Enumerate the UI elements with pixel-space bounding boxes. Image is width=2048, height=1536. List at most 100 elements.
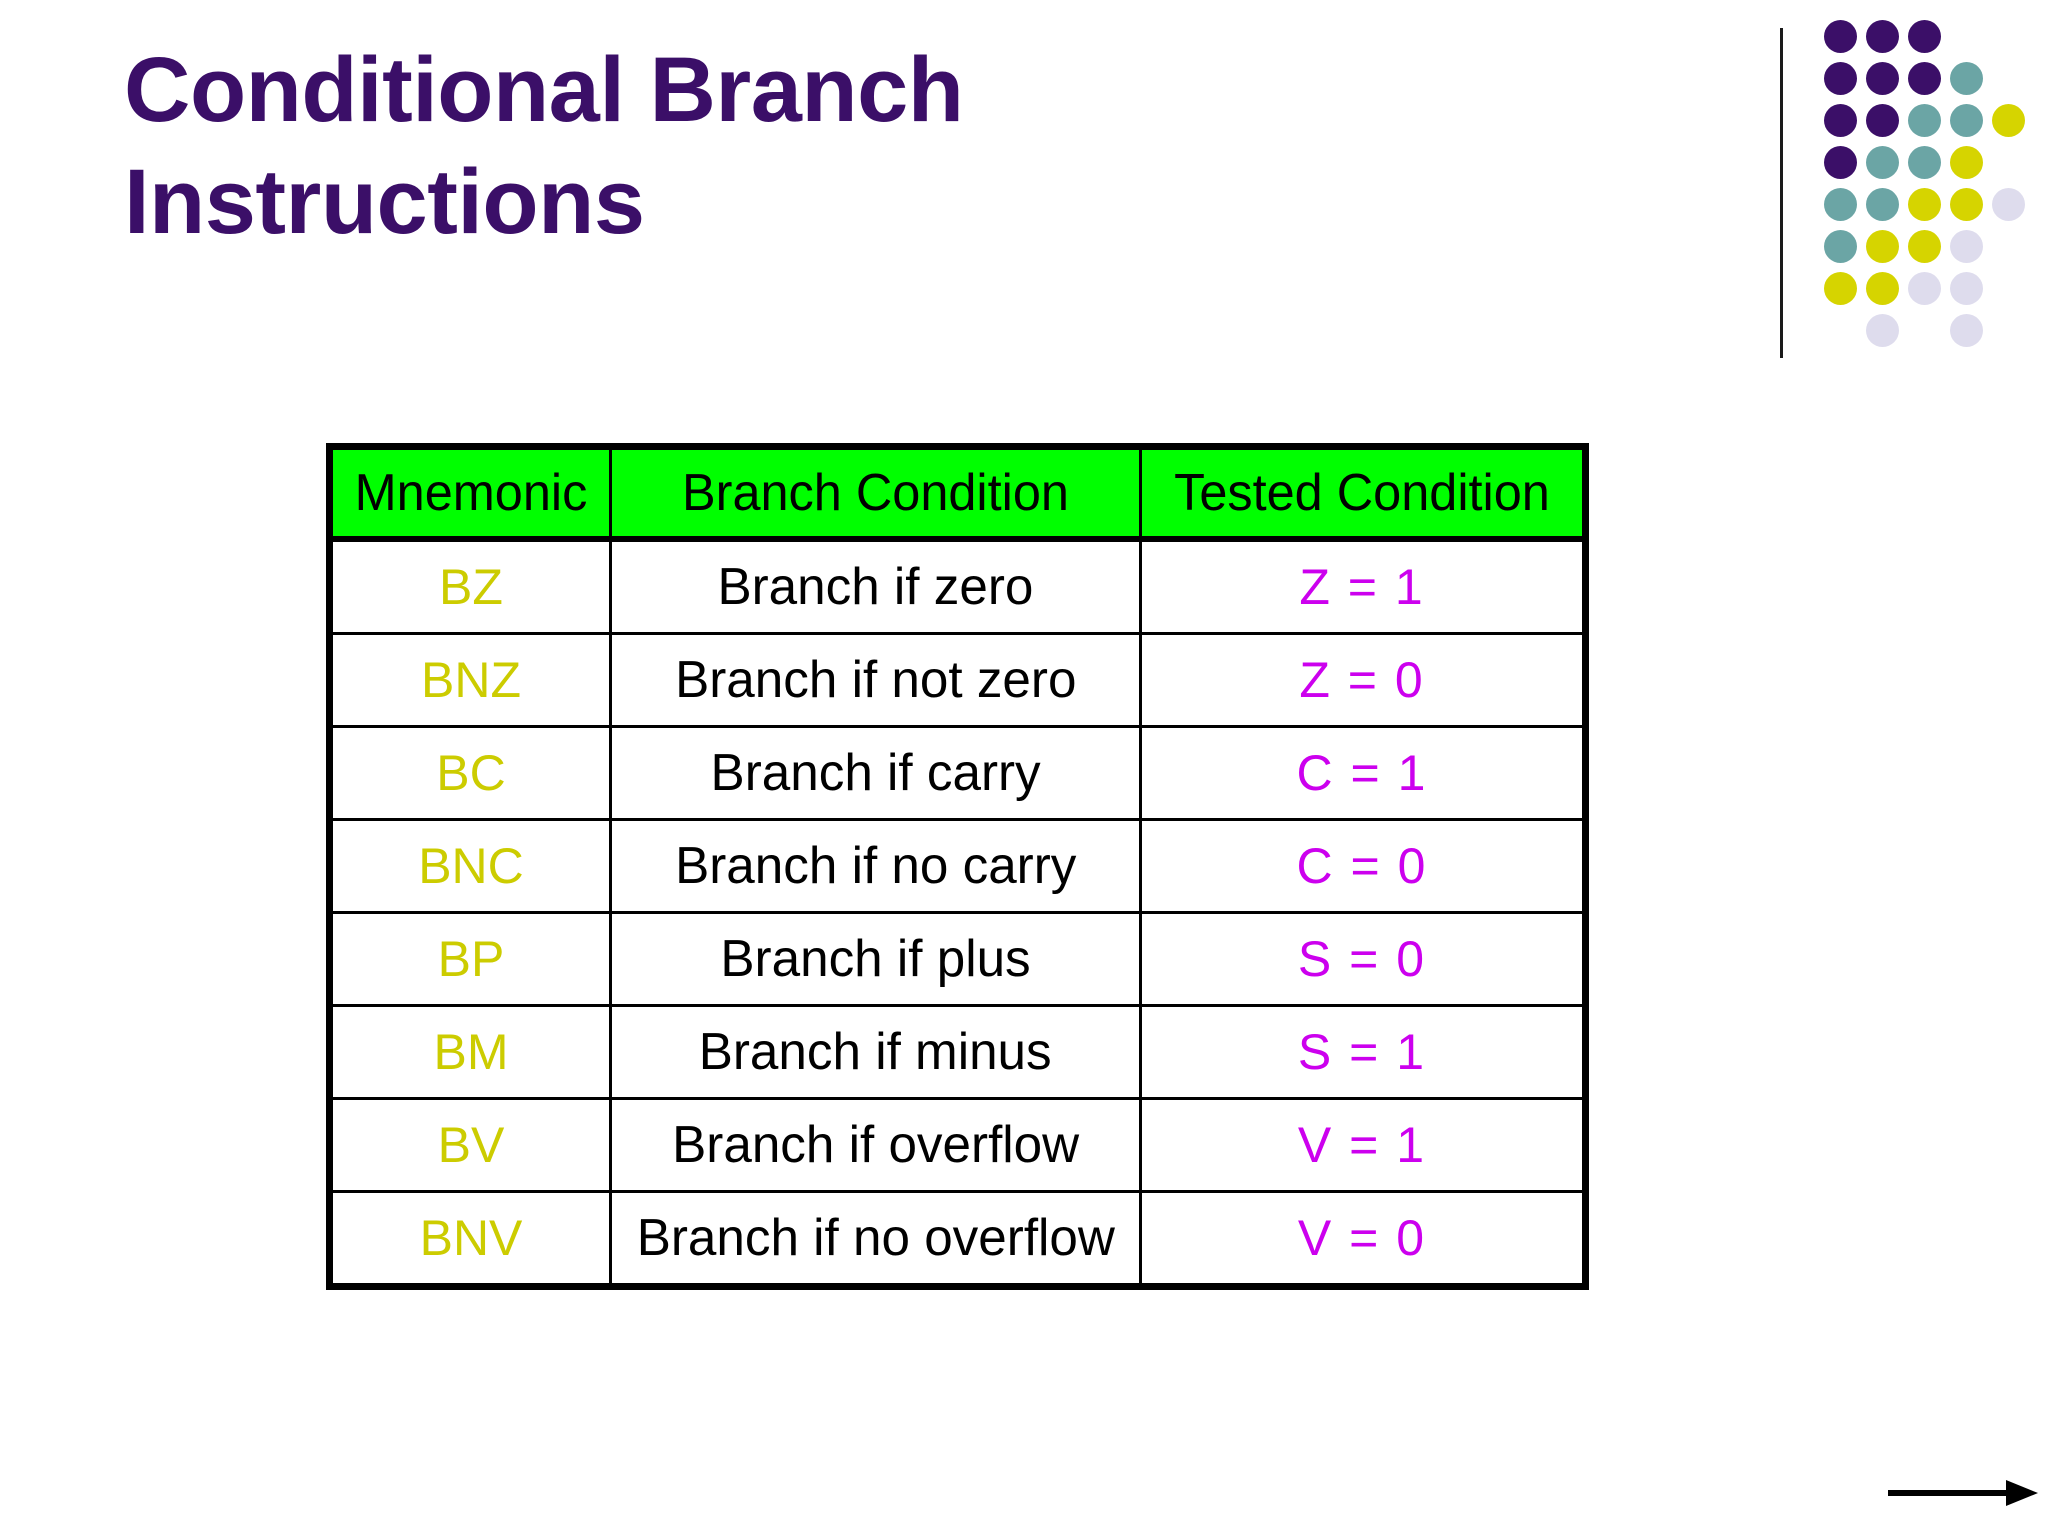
cell-mnemonic: BNV [328,1190,612,1288]
logo-dot-grid [1824,20,2034,356]
logo-dot-teal [1950,62,1983,95]
logo-dot-purple [1908,20,1941,53]
column-header-branch-condition: Branch Condition [609,445,1142,542]
arrow-right-icon[interactable] [1888,1478,2038,1508]
table-row: BV Branch if overflow V = 1 [328,1097,1587,1193]
logo-dot-row [1824,62,2034,104]
logo-dot-teal [1950,104,1983,137]
logo-dot-lavender [1908,272,1941,305]
logo-dot-lavender [1950,230,1983,263]
logo-dot-yellow [1950,188,1983,221]
logo-dot-yellow [1950,146,1983,179]
cell-branch-condition-text: Branch if minus [699,1023,1052,1081]
cell-branch-condition-text: Branch if overflow [671,1116,1079,1174]
table-header: Mnemonic Branch Condition Tested Conditi… [328,445,1587,542]
cell-branch-condition-text: Branch if zero [717,558,1034,616]
cell-branch-condition: Branch if minus [609,1004,1142,1100]
logo-dot-lavender [1950,272,1983,305]
cell-mnemonic: BV [328,1097,612,1193]
logo-dot-yellow [1908,188,1941,221]
table-row: BP Branch if plus S = 0 [328,911,1587,1007]
cell-tested-condition: C = 0 [1139,818,1587,914]
arrow-right-icon-svg [1888,1480,2038,1506]
cell-branch-condition-text: Branch if plus [720,930,1031,988]
logo-dot-row [1824,20,2034,62]
cell-tested-condition: V = 0 [1139,1190,1587,1288]
table-body: BZ Branch if zero Z = 1 BNZ Branch if not ze… [328,537,1587,1288]
cell-mnemonic: BP [328,911,612,1007]
table-row: BNV Branch if no overflow V = 0 [328,1190,1587,1288]
cell-branch-condition-text: Branch if no overflow [636,1209,1115,1267]
logo-dot-row [1824,272,2034,314]
logo-dot-row [1824,314,2034,356]
column-header-branch-condition-label: Branch Condition [682,464,1069,522]
logo-dot-blank [1908,314,1941,347]
logo-dot-lavender [1866,314,1899,347]
cell-tested-condition: Z = 0 [1139,632,1587,728]
column-header-mnemonic: Mnemonic [328,445,612,542]
cell-branch-condition: Branch if not zero [609,632,1142,728]
cell-tested-condition: V = 1 [1139,1097,1587,1193]
logo-dot-yellow [1908,230,1941,263]
cell-branch-condition: Branch if overflow [609,1097,1142,1193]
logo-dot-purple [1824,104,1857,137]
page-title-line-1: Conditional Branch [124,39,964,141]
column-header-tested-condition-label: Tested Condition [1174,464,1550,522]
logo-dot-yellow [1866,230,1899,263]
logo-dot-purple [1824,20,1857,53]
logo-dot-purple [1824,62,1857,95]
logo-dot-blank [1824,314,1857,347]
column-header-mnemonic-label: Mnemonic [354,464,588,522]
logo-dot-purple [1908,62,1941,95]
logo-dot-teal [1866,146,1899,179]
cell-mnemonic: BM [328,1004,612,1100]
cell-branch-condition: Branch if no carry [609,818,1142,914]
column-header-tested-condition: Tested Condition [1139,445,1587,542]
logo-dot-lavender [1992,188,2025,221]
cell-branch-condition: Branch if zero [609,537,1142,635]
logo-dot-teal [1908,104,1941,137]
dot-grid-logo [1780,20,2030,360]
cell-tested-condition: S = 0 [1139,911,1587,1007]
logo-dot-purple [1866,62,1899,95]
cell-tested-condition: Z = 1 [1139,537,1587,635]
cell-branch-condition-text: Branch if no carry [674,837,1077,895]
logo-dot-purple [1866,104,1899,137]
cell-branch-condition: Branch if carry [609,725,1142,821]
logo-vertical-rule [1780,28,1783,358]
logo-dot-yellow [1866,272,1899,305]
cell-tested-condition: C = 1 [1139,725,1587,821]
logo-dot-yellow [1824,272,1857,305]
logo-dot-teal [1824,188,1857,221]
page-title-line-2: Instructions [124,151,645,253]
table-row: BNZ Branch if not zero Z = 0 [328,632,1587,728]
conditional-branch-table-container: Mnemonic Branch Condition Tested Conditi… [326,443,1589,1290]
cell-mnemonic: BNZ [328,632,612,728]
logo-dot-row [1824,146,2034,188]
cell-mnemonic: BNC [328,818,612,914]
logo-dot-row [1824,188,2034,230]
table-row: BZ Branch if zero Z = 1 [328,537,1587,635]
logo-dot-row [1824,104,2034,146]
logo-dot-yellow [1992,104,2025,137]
table-row: BM Branch if minus S = 1 [328,1004,1587,1100]
conditional-branch-table: Mnemonic Branch Condition Tested Conditi… [326,443,1589,1290]
table-header-row: Mnemonic Branch Condition Tested Conditi… [328,445,1587,542]
cell-branch-condition: Branch if plus [609,911,1142,1007]
logo-dot-teal [1908,146,1941,179]
logo-dot-lavender [1950,314,1983,347]
cell-branch-condition-text: Branch if carry [710,744,1041,802]
logo-dot-row [1824,230,2034,272]
logo-dot-teal [1824,230,1857,263]
table-row: BNC Branch if no carry C = 0 [328,818,1587,914]
logo-dot-purple [1824,146,1857,179]
page-title: Conditional Branch Instructions [124,34,1304,258]
cell-branch-condition: Branch if no overflow [609,1190,1142,1288]
logo-dot-teal [1866,188,1899,221]
cell-branch-condition-text: Branch if not zero [674,651,1077,709]
cell-tested-condition: S = 1 [1139,1004,1587,1100]
cell-mnemonic: BZ [328,537,612,635]
logo-dot-purple [1866,20,1899,53]
